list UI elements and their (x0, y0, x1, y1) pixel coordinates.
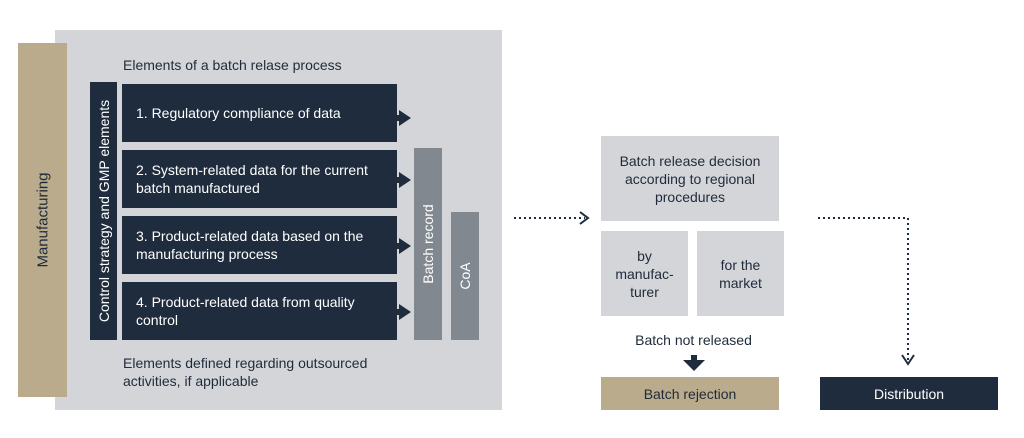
dotted-arrow-to-decision (514, 211, 590, 225)
arrow-right-icon (399, 110, 411, 126)
element-text-3: 3. Product-related data based on the man… (136, 228, 364, 262)
arrow-right-icon (399, 172, 411, 188)
for-market-text: for the market (719, 256, 762, 291)
coa-bar: CoA (451, 212, 479, 340)
element-text-1: 1. Regulatory compliance of data (136, 105, 341, 121)
dotted-arrow-to-distribution (818, 217, 915, 366)
manufacturing-bar: Manufacturing (18, 43, 67, 397)
element-box-2: 2. System-related data for the current b… (122, 150, 397, 208)
by-manufacturer-text: by manufac-turer (615, 247, 674, 300)
element-text-2: 2. System-related data for the current b… (136, 162, 368, 196)
control-strategy-bar: Control strategy and GMP elements (90, 82, 117, 340)
for-market-box: for the market (697, 231, 784, 316)
by-manufacturer-box: by manufac-turer (601, 231, 688, 316)
distribution-box: Distribution (820, 377, 998, 410)
element-box-3: 3. Product-related data based on the man… (122, 216, 397, 274)
batch-not-released-label: Batch not released (635, 332, 752, 348)
arrow-right-icon (399, 238, 411, 254)
batch-rejection-box: Batch rejection (601, 377, 779, 410)
batch-record-bar: Batch record (414, 148, 442, 340)
release-decision-text: Batch release decision according to regi… (619, 152, 761, 205)
release-decision-box: Batch release decision according to regi… (601, 136, 779, 221)
batch-rejection-label: Batch rejection (643, 385, 737, 402)
element-box-4: 4. Product-related data from quality con… (122, 282, 397, 340)
arrow-right-icon (399, 304, 411, 320)
element-box-1: 1. Regulatory compliance of data (122, 84, 397, 142)
down-arrow-icon (683, 355, 705, 371)
batch-process-title: Elements of a batch relase process (123, 57, 342, 73)
element-text-4: 4. Product-related data from quality con… (136, 294, 355, 328)
distribution-label: Distribution (873, 385, 945, 402)
outsourced-note: Elements defined regarding outsourced ac… (123, 355, 368, 389)
